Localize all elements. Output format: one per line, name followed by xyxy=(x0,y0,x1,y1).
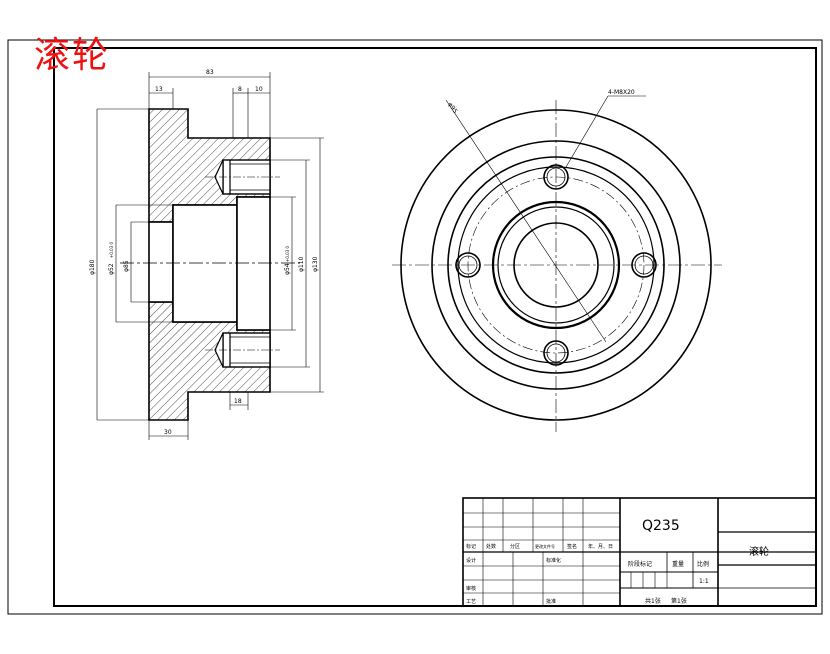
label-nianyueri: 年、月、日 xyxy=(588,543,613,550)
part-name-text: 滚轮 xyxy=(749,545,769,558)
step-interior xyxy=(236,196,271,331)
section-dimension-text: 83 13 8 10 18 30 φ180 φ52 +0.03 0 φ85 φ5… xyxy=(89,69,319,436)
dim-base-width: 30 xyxy=(164,429,172,436)
drawing-border xyxy=(53,47,817,607)
label-gongzhang: 共1张 xyxy=(645,597,661,605)
dim-d-boss: φ130 xyxy=(312,256,319,272)
dim-overall-length: 83 xyxy=(206,69,214,76)
label-fenqu: 分区 xyxy=(510,543,520,550)
dim-d-bore: φ52 xyxy=(108,263,115,275)
dim-hole-gap: 8 xyxy=(238,86,242,93)
label-sheji: 设计 xyxy=(466,557,476,564)
dim-flange-left: 13 xyxy=(155,86,163,93)
scale-value: 1:1 xyxy=(699,578,709,585)
label-zhongliang: 重量 xyxy=(672,560,684,568)
recess-interior xyxy=(172,204,238,323)
title-block xyxy=(462,497,817,607)
label-gongyi: 工艺 xyxy=(466,599,476,605)
label-bili: 比例 xyxy=(697,560,709,568)
thread-leader xyxy=(565,95,609,168)
dim-d-recess-tol: +0.03 0 xyxy=(285,245,290,262)
label-qianming: 签名 xyxy=(567,543,577,550)
dim-d-mid: φ110 xyxy=(298,256,305,272)
outer-frame xyxy=(7,39,823,615)
label-biaoji: 标记 xyxy=(466,543,476,550)
material-text: Q235 xyxy=(642,518,680,534)
label-chushu: 处数 xyxy=(486,543,496,550)
section-dimensions xyxy=(96,72,324,440)
holes-label: 4-M8X20 xyxy=(608,89,635,96)
pcd-label: φ95 xyxy=(446,101,458,115)
front-view xyxy=(392,95,722,432)
section-view xyxy=(120,108,300,421)
dim-bottom-step: 18 xyxy=(234,398,242,405)
label-jieduan: 阶段标记 xyxy=(628,560,652,568)
dim-d-recess: φ54 xyxy=(284,263,291,275)
label-shenhe: 审核 xyxy=(466,585,476,592)
label-gengai: 更改文件号 xyxy=(535,543,555,549)
dim-right-step: 10 xyxy=(255,86,263,93)
label-pizhun: 批准 xyxy=(546,598,556,605)
dim-d-bore-tol: +0.03 0 xyxy=(109,241,114,258)
bore-interior xyxy=(148,221,174,303)
dim-d-inner: φ85 xyxy=(123,260,130,272)
label-dizhang: 第1张 xyxy=(671,597,687,605)
drawing-title: 滚轮 xyxy=(34,35,111,76)
dim-d-outer: φ180 xyxy=(89,259,96,275)
pcd-leader xyxy=(445,99,607,343)
label-biaozhunhua: 标准化 xyxy=(546,557,561,564)
title-block-text: Q235 滚轮 标记 处数 分区 更改文件号 签名 年、月、日 设计 标准化 阶… xyxy=(466,518,769,605)
